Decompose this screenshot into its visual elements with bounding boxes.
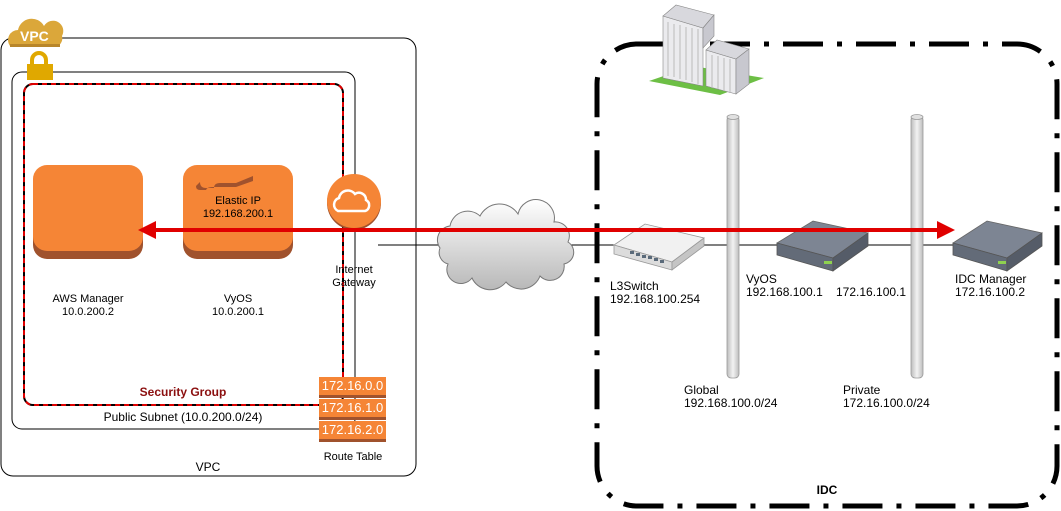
vpc-vyos-name: VyOS bbox=[223, 293, 253, 305]
public-subnet-label: Public Subnet (10.0.200.0/24) bbox=[103, 410, 263, 424]
internet-gateway-label: Internet Gateway bbox=[332, 264, 375, 290]
lock-icon bbox=[27, 51, 53, 80]
idc-manager-server-icon bbox=[952, 220, 1043, 272]
internet-gateway-line1: Internet bbox=[335, 264, 373, 276]
internet-gateway-line2: Gateway bbox=[332, 277, 376, 289]
l3switch-name: L3Switch bbox=[610, 279, 659, 293]
idc-manager-label: IDC Manager 172.16.100.2 bbox=[955, 273, 1026, 299]
private-segment-label: Private 172.16.100.0/24 bbox=[843, 384, 930, 410]
vpc-badge-label: VPC bbox=[20, 28, 49, 44]
vpc-cloud-icon bbox=[8, 18, 64, 47]
elastic-ip-title: Elastic IP bbox=[215, 195, 261, 207]
internet-cloud-icon bbox=[436, 199, 575, 291]
security-group-border bbox=[23, 83, 344, 406]
vpc-vyos-ip: 10.0.200.1 bbox=[212, 306, 264, 318]
private-segment-cidr: 172.16.100.0/24 bbox=[843, 396, 930, 410]
idc-container-label: IDC bbox=[816, 483, 838, 497]
idc-manager-ip: 172.16.100.2 bbox=[955, 285, 1026, 299]
aws-manager-label: AWS Manager 10.0.200.2 bbox=[52, 293, 123, 319]
global-segment-cidr: 192.168.100.0/24 bbox=[684, 396, 778, 410]
internet-gateway-icon bbox=[327, 174, 381, 230]
aws-manager-instance-icon bbox=[33, 165, 143, 259]
arrow-head-right-icon bbox=[937, 221, 955, 239]
vpc-container-label: VPC bbox=[195, 460, 221, 474]
route-table-entry: 172.16.0.0 bbox=[319, 377, 386, 398]
private-segment-name: Private bbox=[843, 383, 881, 397]
idc-vyos-label: VyOS 192.168.100.1 bbox=[746, 273, 823, 299]
vpc-vyos-label: VyOS 10.0.200.1 bbox=[212, 293, 264, 319]
idc-container bbox=[594, 41, 1060, 509]
idc-vyos-ip-private: 172.16.100.1 bbox=[836, 285, 907, 299]
aws-manager-name: AWS Manager bbox=[52, 293, 124, 305]
elastic-ip-address: 192.168.200.1 bbox=[202, 208, 274, 220]
idc-vyos-ip-global: 192.168.100.1 bbox=[746, 285, 823, 299]
l3switch-label: L3Switch 192.168.100.254 bbox=[610, 280, 700, 306]
private-segment-pole bbox=[910, 114, 924, 379]
arrow-head-left-icon bbox=[138, 221, 156, 239]
aws-manager-ip: 10.0.200.2 bbox=[62, 306, 114, 318]
global-segment-pole bbox=[726, 114, 740, 379]
l3switch-ip: 192.168.100.254 bbox=[610, 292, 701, 306]
route-table-entry: 172.16.2.0 bbox=[319, 421, 386, 442]
route-table-label: Route Table bbox=[323, 451, 383, 463]
elastic-ip-label: Elastic IP 192.168.200.1 bbox=[203, 195, 273, 221]
vpc-container bbox=[0, 37, 417, 477]
route-table-entry: 172.16.1.0 bbox=[319, 399, 386, 420]
elastic-ip-icon bbox=[196, 176, 253, 190]
global-segment-name: Global bbox=[684, 383, 719, 397]
l3switch-icon bbox=[613, 223, 705, 271]
datacenter-building-icon bbox=[649, 4, 764, 95]
idc-manager-name: IDC Manager bbox=[955, 272, 1027, 286]
public-subnet-container bbox=[11, 71, 356, 430]
idc-vyos-name: VyOS bbox=[746, 272, 777, 286]
security-group-label: Security Group bbox=[139, 385, 227, 399]
global-segment-label: Global 192.168.100.0/24 bbox=[684, 384, 777, 410]
